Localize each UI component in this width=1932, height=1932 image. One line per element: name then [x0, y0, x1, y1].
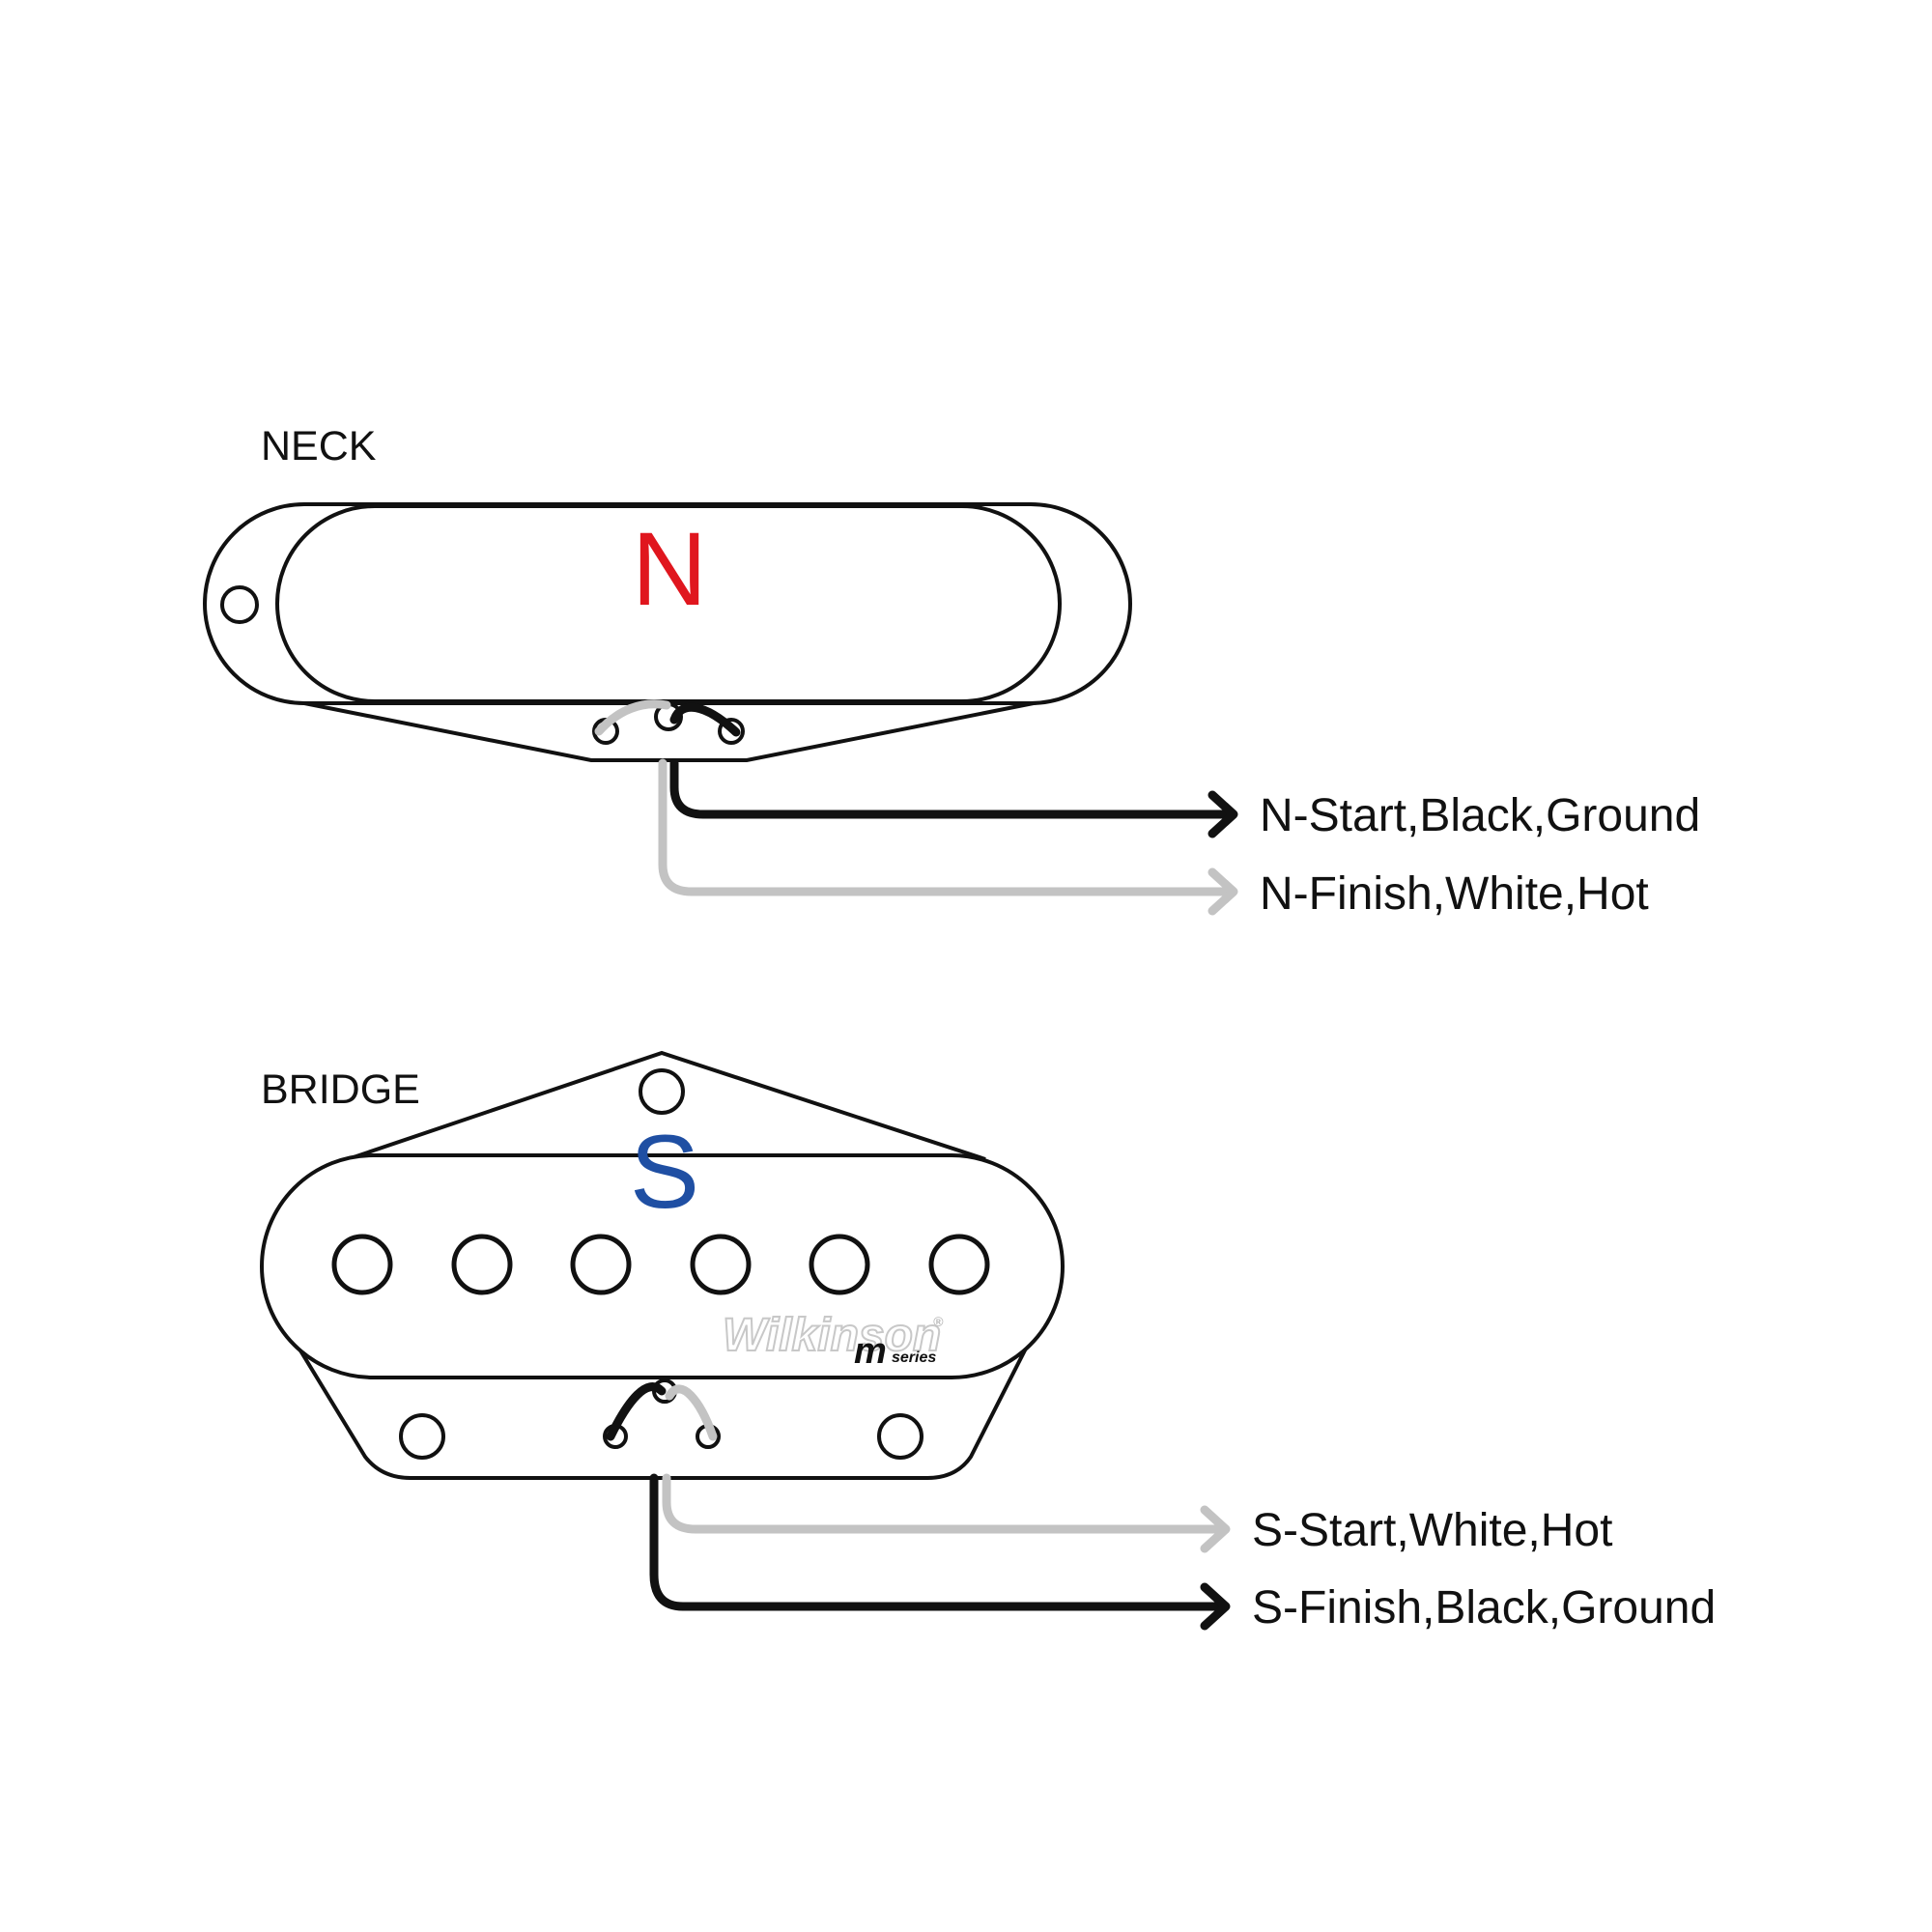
neck-black-wire: [669, 758, 1232, 819]
bridge-right-mounting-hole: [877, 1413, 923, 1460]
logo-registered-mark: ®: [933, 1314, 944, 1329]
bridge-white-wire: [662, 1473, 1224, 1534]
neck-pickup: NECK N N-Start,Black,Ground N-Finish,Whi…: [203, 423, 1700, 920]
logo-series: series: [892, 1350, 936, 1366]
logo-brand: Wilkinson: [723, 1310, 941, 1361]
pole-piece-4: [690, 1234, 752, 1295]
bridge-wire-label-start: S-Start,White,Hot: [1252, 1505, 1612, 1556]
bridge-top-mounting-hole: [639, 1068, 685, 1115]
bridge-left-mounting-hole: [399, 1413, 445, 1460]
neck-black-arrowhead: [1208, 790, 1238, 838]
neck-white-wire: [658, 758, 1232, 896]
bridge-black-arrowhead: [1200, 1582, 1231, 1631]
bridge-pickup-cover: [260, 1153, 1065, 1379]
neck-pole-letter: N: [632, 510, 707, 627]
neck-wire-label-start: N-Start,Black,Ground: [1260, 790, 1700, 841]
neck-black-jumper: [669, 702, 741, 737]
bridge-white-arrowhead: [1200, 1505, 1231, 1553]
neck-white-jumper: [594, 699, 671, 736]
pole-piece-2: [451, 1234, 513, 1295]
bridge-black-wire: [649, 1473, 1224, 1611]
pole-piece-1: [331, 1234, 393, 1295]
wilkinson-logo: Wilkinson ® m series: [722, 1309, 944, 1372]
neck-mounting-hole: [220, 585, 259, 624]
bridge-pole-letter: S: [630, 1113, 699, 1230]
bridge-white-jumper: [665, 1384, 718, 1441]
bridge-black-jumper: [606, 1382, 667, 1441]
neck-wire-label-finish: N-Finish,White,Hot: [1260, 868, 1649, 920]
bridge-title: BRIDGE: [261, 1066, 420, 1113]
neck-title: NECK: [261, 423, 377, 469]
bridge-pickup: BRIDGE S Wilkinson ® m series: [260, 1050, 1716, 1634]
logo-m: m: [854, 1331, 887, 1372]
pole-piece-6: [928, 1234, 990, 1295]
neck-white-arrowhead: [1208, 867, 1238, 916]
pole-piece-5: [809, 1234, 870, 1295]
bridge-wire-label-finish: S-Finish,Black,Ground: [1252, 1582, 1716, 1634]
pole-piece-3: [570, 1234, 632, 1295]
